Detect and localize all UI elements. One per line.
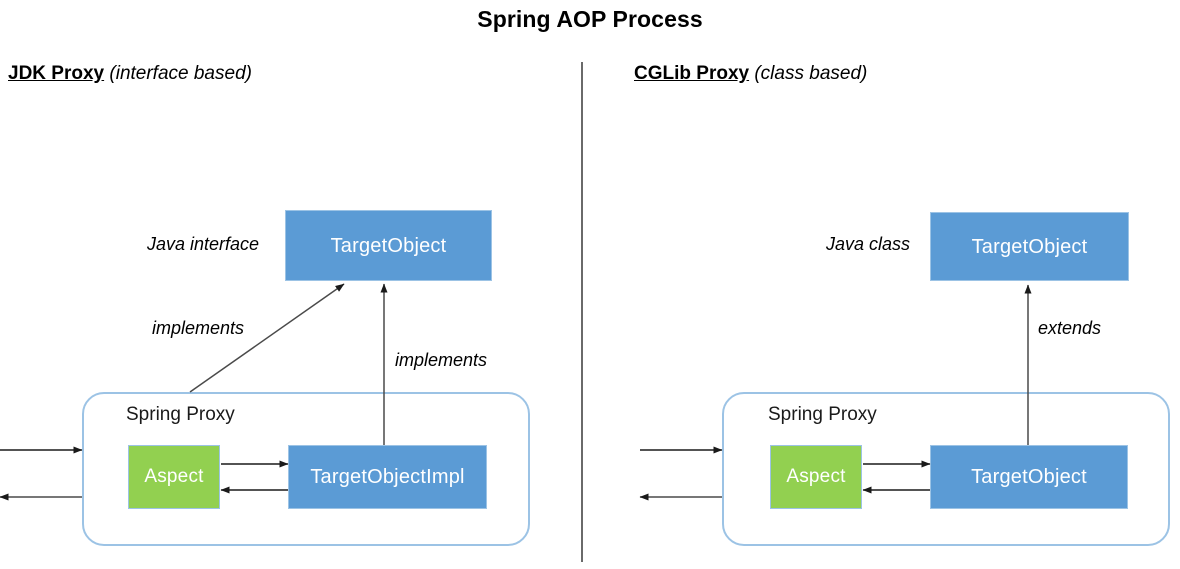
cglib-target-object-node[interactable]: TargetObject [930,212,1129,281]
jdk-target-object-impl-node[interactable]: TargetObjectImpl [288,445,487,509]
java-interface-annotation: Java interface [147,234,260,254]
page-title: Spring AOP Process [477,6,703,32]
jdk-target-object-node[interactable]: TargetObject [285,210,492,281]
cglib-heading-note: (class based) [754,63,868,84]
cglib-extends-label: extends [1038,318,1102,338]
cglib-target-object-inner-node[interactable]: TargetObject [930,445,1128,509]
jdk-aspect-node[interactable]: Aspect [128,445,220,509]
jdk-panel-heading: JDK Proxy (interface based) [8,63,252,85]
cglib-spring-proxy-container[interactable] [722,392,1170,546]
cglib-aspect-node[interactable]: Aspect [770,445,862,509]
jdk-spring-proxy-label: Spring Proxy [126,404,235,425]
cglib-heading-main: CGLib Proxy [634,63,750,84]
jdk-spring-proxy-container[interactable] [82,392,530,546]
jdk-implements-label-2: implements [395,350,488,370]
java-class-annotation: Java class [826,234,911,254]
jdk-heading-main: JDK Proxy [8,63,105,84]
panel-divider [581,62,583,562]
jdk-implements-label-1: implements [152,318,245,338]
cglib-panel-heading: CGLib Proxy (class based) [634,63,867,85]
jdk-heading-note: (interface based) [109,63,252,84]
cglib-spring-proxy-label: Spring Proxy [768,404,877,425]
